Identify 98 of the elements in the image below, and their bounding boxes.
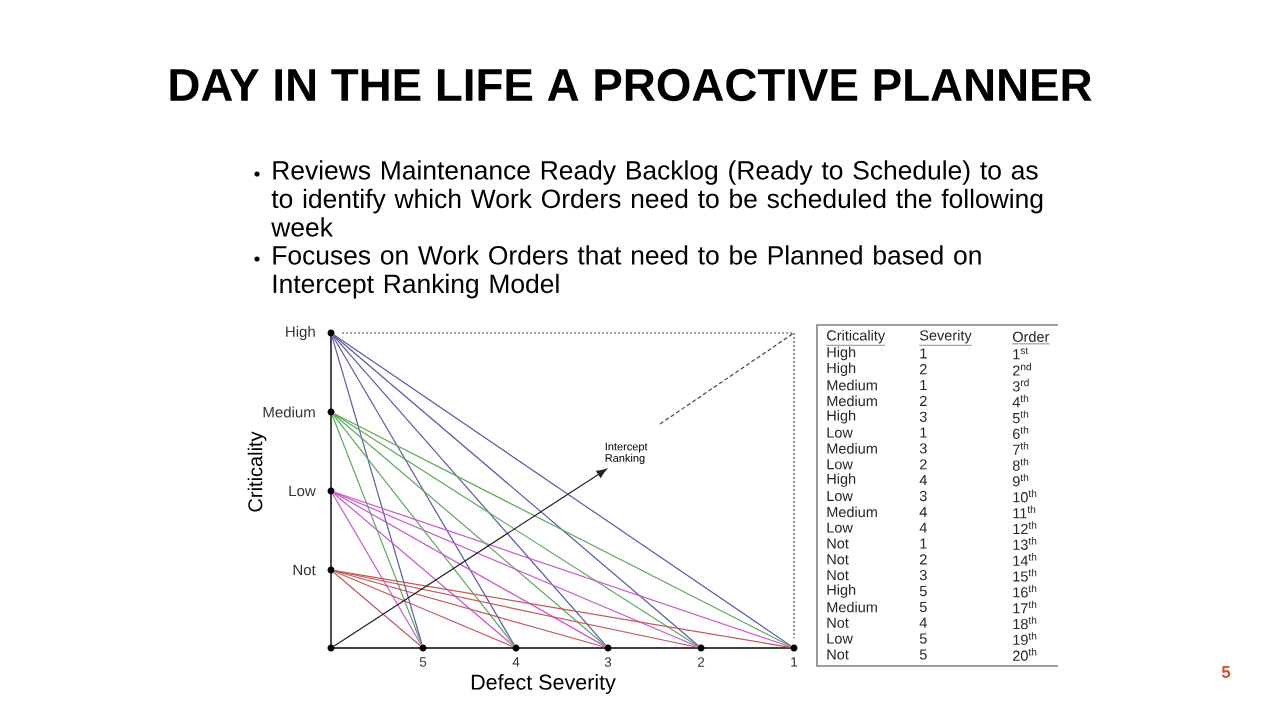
column-header: Criticality (826, 329, 886, 346)
connecting-line (331, 336, 423, 645)
severity-value: 4 (919, 506, 927, 517)
order-rank: 16$^{th}$ (1013, 584, 1037, 598)
severity-value: 2 (920, 395, 927, 406)
severity-value: 1 (920, 348, 927, 359)
tick-label: Not (293, 564, 316, 576)
order-rank: 18$^{th}$ (1013, 616, 1037, 630)
order-rank: 7$^{th}$ (1013, 442, 1029, 455)
column-header: Order (1012, 331, 1050, 345)
order-rank: 12$^{th}$ (1013, 521, 1037, 534)
bullet-text: Focuses on Work Orders that need to be Planned based on Intercept Ranking Model (273, 245, 981, 299)
tick-label: High (286, 326, 315, 340)
order-rank: 13$^{th}$ (1013, 537, 1037, 550)
order-rank: 11$^{th}$ (1013, 505, 1036, 519)
severity-value: 3 (919, 490, 927, 502)
criticality-level: Medium (827, 379, 877, 391)
slide-title: DAY IN THE LIFE A PROACTIVE PLANNER (170, 68, 1092, 102)
tick-label: Medium (263, 406, 315, 418)
criticality-level: Medium (827, 443, 877, 454)
criticality-level: High (827, 473, 856, 487)
connecting-line (334, 570, 791, 648)
tick-label: 3 (604, 657, 612, 667)
criticality-level: High (827, 410, 856, 424)
criticality-level: Low (827, 633, 853, 644)
criticality-level: Low (827, 522, 853, 533)
severity-value: 5 (919, 633, 927, 644)
bullet-text: Reviews Maintenance Ready Backlog (Ready to Schedule) to as to identify which Work Orders need to be scheduled the following week (271, 160, 1043, 237)
criticality-level: Medium (827, 506, 877, 518)
connecting-line (333, 571, 421, 647)
severity-value: 3 (919, 443, 927, 454)
severity-value: 5 (919, 586, 927, 597)
connecting-line (333, 413, 606, 647)
order-rank: 8$^{th}$ (1012, 457, 1029, 471)
severity-value: 5 (919, 649, 927, 660)
criticality-level: Low (827, 427, 853, 438)
severity-value: 3 (919, 570, 927, 581)
criticality-level: Low (827, 459, 853, 470)
criticality-level: Not (827, 649, 849, 660)
criticality-level: Low (827, 490, 853, 502)
order-rank: 5$^{th}$ (1012, 410, 1029, 424)
severity-value: 4 (919, 475, 927, 486)
order-rank: 9$^{th}$ (1012, 473, 1029, 487)
order-rank: 6$^{th}$ (1013, 426, 1029, 439)
connecting-line (333, 413, 792, 647)
criticality-level: Not (827, 554, 849, 565)
tick-label: 4 (512, 657, 520, 667)
order-rank: 20$^{th}$ (1013, 648, 1037, 661)
page-number: 5 (1221, 666, 1231, 678)
connecting-line (333, 491, 699, 648)
connecting-line (333, 491, 792, 648)
criticality-level: Not (827, 570, 849, 581)
criticality-level: Medium (827, 395, 877, 407)
order-rank: 4$^{th}$ (1012, 394, 1029, 408)
criticality-level: High (827, 362, 856, 376)
connecting-line (334, 570, 698, 648)
order-rank: 3$^{rd}$ (1012, 378, 1029, 392)
axis-title: Criticality (247, 431, 267, 512)
connecting-line (332, 335, 607, 646)
severity-value: 5 (919, 601, 927, 613)
connecting-line (332, 493, 422, 646)
criticality-level: Not (827, 538, 849, 549)
connecting-line (331, 414, 423, 646)
order-rank: 1$^{st}$ (1013, 347, 1029, 360)
tick-label: 1 (791, 657, 798, 667)
order-rank: 10$^{th}$ (1013, 489, 1037, 503)
severity-value: 4 (919, 617, 927, 628)
tick-label: 2 (697, 657, 705, 667)
severity-value: 4 (919, 522, 927, 533)
order-rank: 14$^{th}$ (1013, 553, 1037, 566)
axis-title: Defect Severity (471, 673, 616, 694)
annotation-text: Intercept Ranking (605, 442, 648, 465)
connecting-line (332, 414, 515, 646)
criticality-level: High (827, 346, 856, 361)
column-header: Severity (919, 329, 972, 346)
severity-value: 2 (920, 554, 927, 565)
tick-label: Low (289, 485, 316, 497)
connecting-line (333, 334, 699, 647)
severity-value: 1 (920, 538, 927, 549)
order-rank: 2$^{nd}$ (1013, 362, 1031, 376)
criticality-level: Medium (827, 601, 877, 613)
connecting-line (333, 492, 514, 647)
severity-value: 1 (920, 427, 927, 438)
order-rank: 17$^{th}$ (1013, 600, 1037, 614)
severity-value: 1 (920, 380, 927, 391)
severity-value: 3 (919, 411, 927, 422)
severity-value: 2 (920, 459, 927, 470)
connecting-line (334, 570, 605, 648)
criticality-level: High (827, 584, 856, 598)
order-rank: 15$^{th}$ (1013, 568, 1037, 582)
connecting-line (333, 413, 699, 647)
connecting-line (332, 335, 515, 646)
severity-value: 2 (920, 364, 927, 375)
connecting-line (333, 334, 792, 647)
order-rank: 19$^{th}$ (1013, 632, 1037, 645)
criticality-level: Not (827, 617, 849, 628)
connecting-line (333, 570, 514, 648)
tick-label: 5 (419, 657, 427, 667)
